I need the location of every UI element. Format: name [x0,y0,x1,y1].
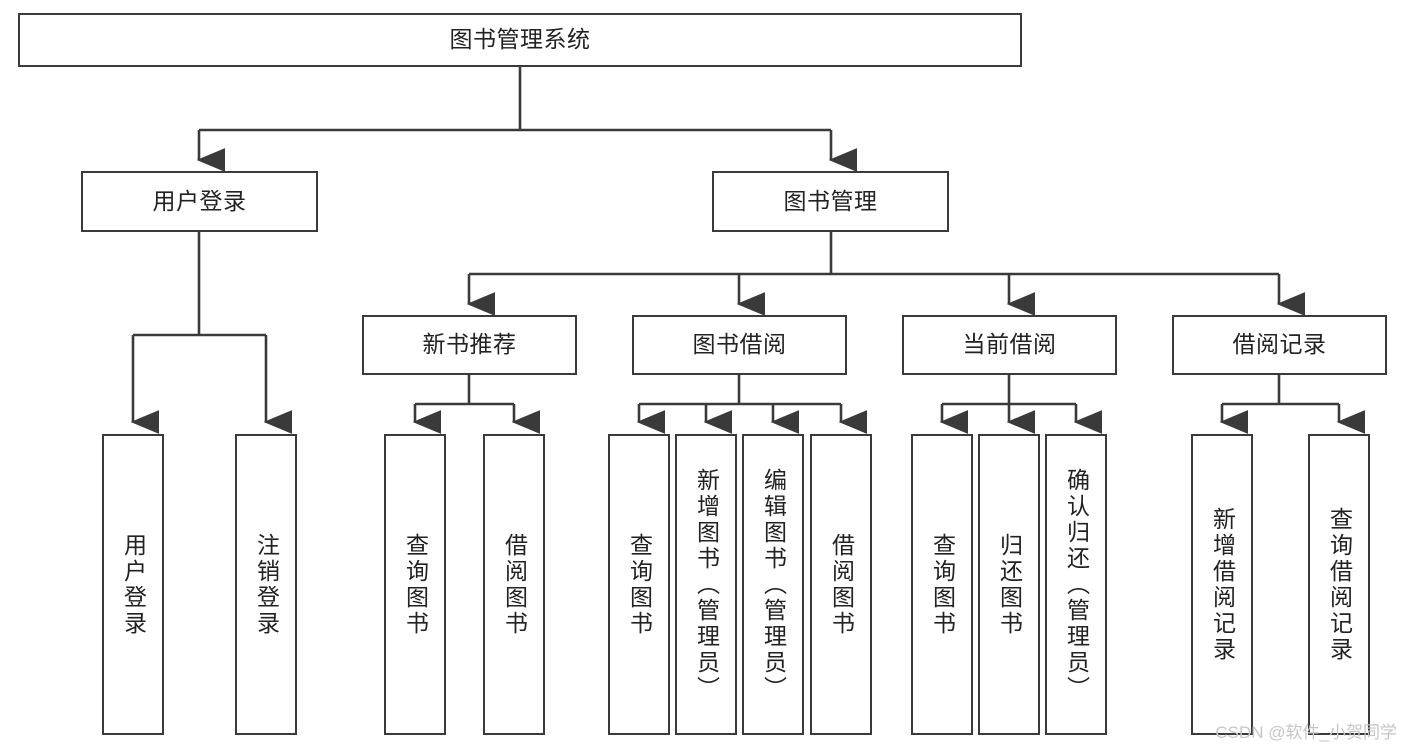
node-label: 查询图书 [626,532,653,637]
leaf-borrow-record-query-record[interactable]: 查询借阅记录 [1308,434,1370,735]
watermark: CSDN @软件_小贺同学 [1215,723,1397,742]
node-current-borrow[interactable]: 当前借阅 [902,315,1117,375]
node-label: 查询图书 [402,532,429,637]
node-label: 查询图书 [929,532,956,637]
leaf-current-borrow-confirm-return-admin[interactable]: 确认归还（管理员） [1045,434,1107,735]
node-new-book-recommend[interactable]: 新书推荐 [362,315,577,375]
node-label: 用户登录 [152,187,247,214]
node-root-book-management-system[interactable]: 图书管理系统 [18,13,1022,67]
leaf-book-borrow-edit-book-admin[interactable]: 编辑图书（管理员） [742,434,804,735]
node-book-borrow[interactable]: 图书借阅 [632,315,847,375]
leaf-current-borrow-return-book[interactable]: 归还图书 [978,434,1040,735]
node-label: 编辑图书（管理员） [760,467,787,702]
leaf-new-book-borrow-book[interactable]: 借阅图书 [483,434,545,735]
node-label: 查询借阅记录 [1326,506,1353,663]
leaf-user-login-login[interactable]: 用户登录 [102,434,164,735]
node-label: 新书推荐 [422,331,517,358]
node-label: 新增图书（管理员） [693,467,720,702]
node-label: 确认归还（管理员） [1063,467,1090,702]
leaf-new-book-query-book[interactable]: 查询图书 [384,434,446,735]
node-label: 当前借阅 [962,331,1057,358]
node-label: 注销登录 [253,532,280,637]
node-user-login[interactable]: 用户登录 [81,171,318,232]
node-label: 用户登录 [120,532,147,637]
leaf-book-borrow-query-book[interactable]: 查询图书 [608,434,670,735]
leaf-book-borrow-borrow-book[interactable]: 借阅图书 [810,434,872,735]
leaf-user-login-logout[interactable]: 注销登录 [235,434,297,735]
node-label: 图书管理系统 [449,26,591,53]
node-label: 新增借阅记录 [1209,506,1236,663]
node-label: 归还图书 [996,532,1023,637]
leaf-borrow-record-add-record[interactable]: 新增借阅记录 [1191,434,1253,735]
node-label: 借阅图书 [828,532,855,637]
node-label: 借阅图书 [501,532,528,637]
leaf-book-borrow-add-book-admin[interactable]: 新增图书（管理员） [675,434,737,735]
node-label: 图书管理 [783,187,878,214]
node-book-management[interactable]: 图书管理 [712,171,949,232]
node-label: 图书借阅 [692,331,787,358]
node-borrow-record[interactable]: 借阅记录 [1172,315,1387,375]
node-label: 借阅记录 [1232,331,1327,358]
leaf-current-borrow-query-book[interactable]: 查询图书 [911,434,973,735]
